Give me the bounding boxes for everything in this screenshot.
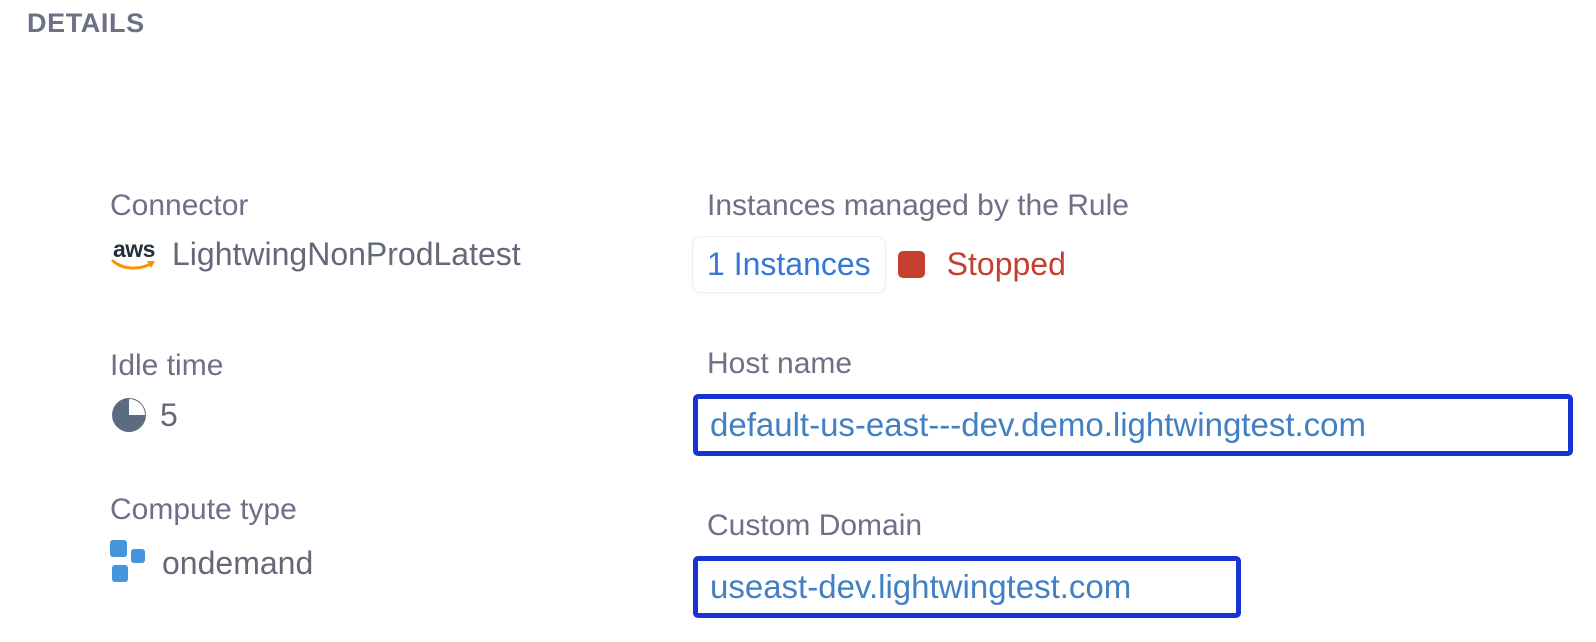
field-compute-type: Compute type ondemand [110, 492, 313, 586]
stopped-status-icon [897, 251, 925, 278]
field-custom-domain: Custom Domain useast-dev.lightwingtest.c… [693, 508, 1241, 618]
custom-domain-label: Custom Domain [707, 509, 923, 542]
host-name-value: default-us-east---dev.demo.lightwingtest… [710, 406, 1367, 443]
compute-type-value: ondemand [162, 544, 314, 581]
host-name-link[interactable]: default-us-east---dev.demo.lightwingtest… [693, 394, 1573, 456]
instances-count-link[interactable]: 1 Instances [692, 236, 886, 293]
custom-domain-link[interactable]: useast-dev.lightwingtest.com [693, 556, 1241, 618]
field-instances: Instances managed by the Rule 1 Instance… [692, 188, 1129, 293]
idle-time-label: Idle time [110, 349, 224, 382]
compute-type-icon [110, 540, 150, 586]
connector-value: LightwingNonProdLatest [172, 236, 521, 272]
connector-label: Connector [110, 189, 249, 222]
host-name-label: Host name [707, 347, 853, 380]
idle-time-clock-icon [110, 396, 148, 434]
field-idle-time: Idle time 5 [110, 348, 223, 434]
aws-icon: aws [110, 237, 158, 272]
idle-time-value: 5 [160, 396, 178, 433]
custom-domain-value: useast-dev.lightwingtest.com [710, 568, 1132, 605]
instances-label: Instances managed by the Rule [707, 189, 1129, 222]
field-host-name: Host name default-us-east---dev.demo.lig… [693, 346, 1573, 456]
page-title: DETAILS [27, 8, 145, 38]
compute-type-label: Compute type [110, 493, 297, 526]
stopped-status-text: Stopped [946, 246, 1066, 282]
field-connector: Connector aws LightwingNonProdLatest [110, 188, 521, 273]
